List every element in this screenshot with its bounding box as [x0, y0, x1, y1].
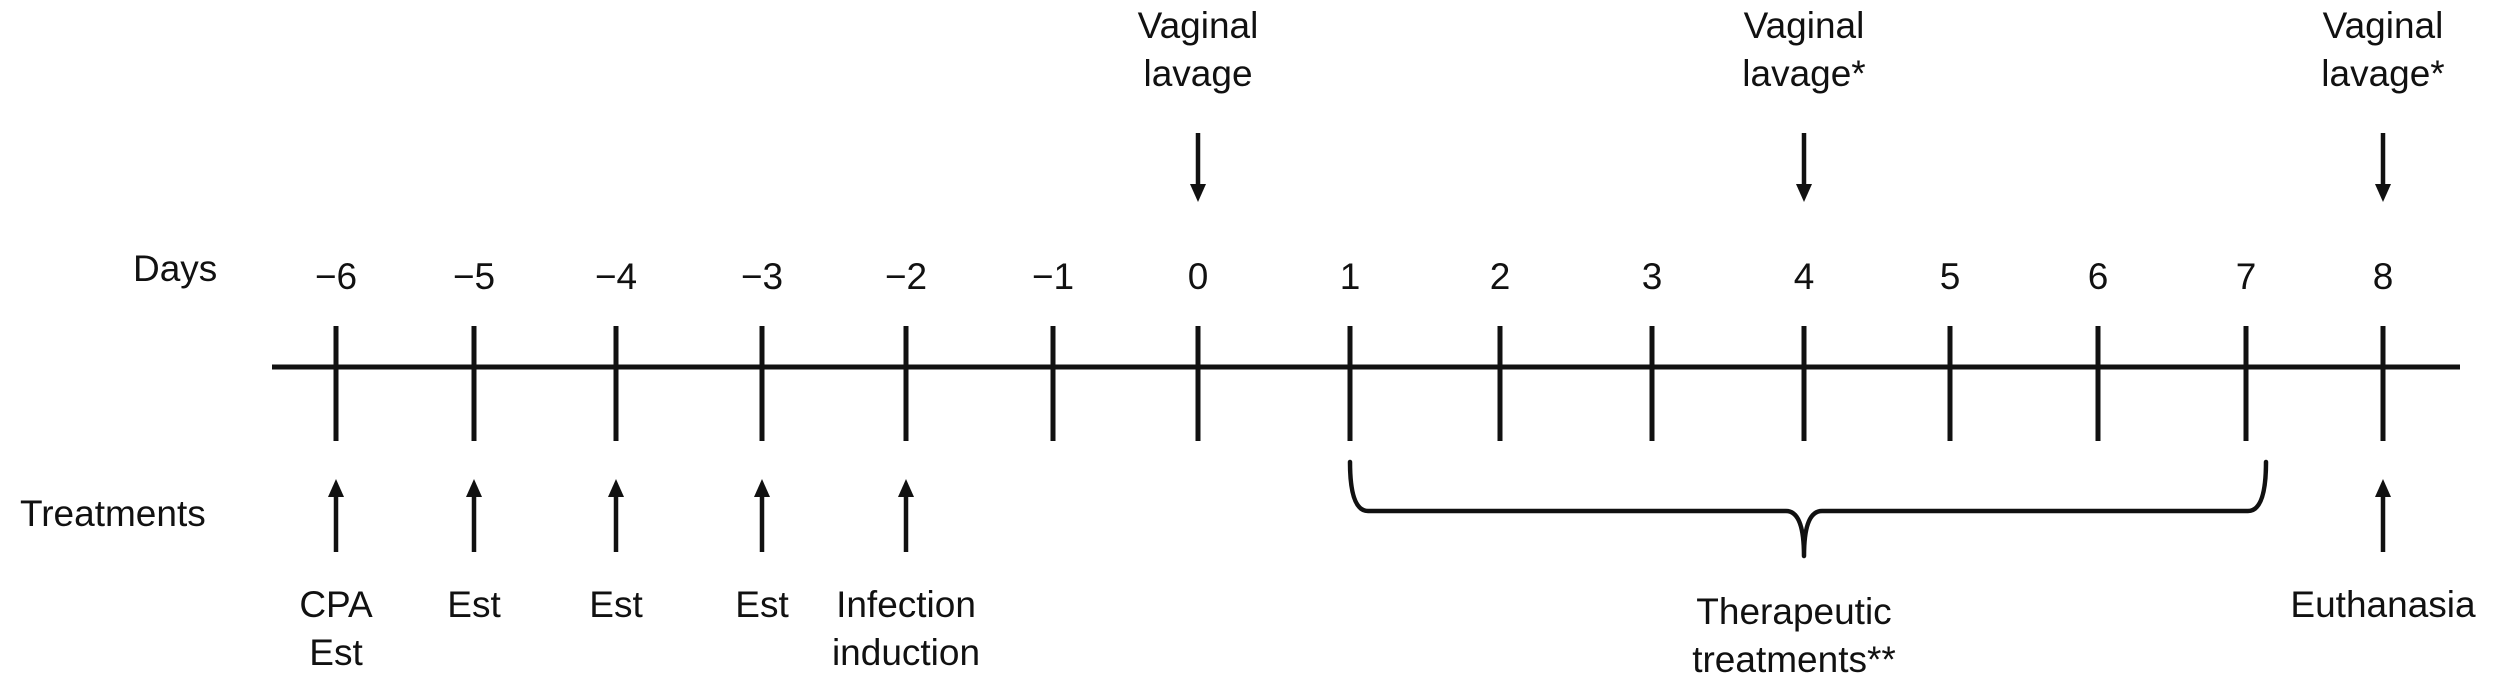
lavage-event-day-8: Vaginal lavage*: [2321, 5, 2445, 202]
lavage-event-day-0: Vaginal lavage: [1138, 5, 1259, 202]
day-labels: −6 −5 −4 −3 −2 −1 0 1 2 3 4 5 6 7 8: [315, 256, 2393, 297]
row-labels: Days Treatments: [20, 248, 217, 534]
lavage-event-day-4-label: Vaginal lavage*: [1742, 5, 1865, 94]
lavage-event-day-8-label: Vaginal lavage*: [2321, 5, 2444, 94]
treatment-event-day-8-label-line: Euthanasia: [2290, 584, 2476, 625]
lavage-event-day-8-label-line: Vaginal: [2323, 5, 2444, 46]
lavage-event-day-0-arrow-head: [1190, 184, 1206, 202]
day-label-6: 6: [2088, 256, 2109, 297]
therapeutic-period-label: Therapeutic treatments**: [1692, 591, 1896, 680]
treatment-event-day-minus-4-arrow-head: [608, 479, 624, 497]
days-row-label: Days: [133, 248, 217, 289]
treatment-event-day-minus-3-label: Est: [735, 584, 789, 625]
treatment-event-day-minus-6-arrow: [328, 479, 344, 552]
treatment-event-day-minus-3-arrow-head: [754, 479, 770, 497]
lavage-event-day-0-label: Vaginal lavage: [1138, 5, 1259, 94]
treatment-event-day-minus-5-arrow-head: [466, 479, 482, 497]
treatment-event-day-8: Euthanasia: [2290, 479, 2476, 625]
day-label-5: 5: [1940, 256, 1961, 297]
lavage-events: Vaginal lavage Vaginal lavage* Vaginal lavage…: [1138, 5, 2445, 202]
treatment-event-day-8-arrow-head: [2375, 479, 2391, 497]
day-label-3: 3: [1642, 256, 1663, 297]
therapeutic-period-label-line: Therapeutic: [1696, 591, 1891, 632]
day-label-0: 0: [1188, 256, 1209, 297]
treatment-event-day-minus-4-arrow: [608, 479, 624, 552]
treatment-event-day-minus-2-label: Infection induction: [832, 584, 980, 673]
day-label-1: 1: [1340, 256, 1361, 297]
treatment-event-day-minus-2: Infection induction: [832, 479, 980, 673]
day-label-minus-5: −5: [453, 256, 495, 297]
treatment-event-day-minus-6: CPA Est: [299, 479, 373, 673]
treatment-event-day-minus-2-label-line: Infection: [836, 584, 976, 625]
lavage-event-day-8-arrow: [2375, 133, 2391, 202]
treatment-event-day-minus-2-label-line: induction: [832, 632, 980, 673]
treatment-event-day-minus-6-label: CPA Est: [299, 584, 373, 673]
lavage-event-day-0-label-line: Vaginal: [1138, 5, 1259, 46]
lavage-event-day-0-arrow: [1190, 133, 1206, 202]
treatment-event-day-minus-3-arrow: [754, 479, 770, 552]
lavage-event-day-8-label-line: lavage*: [2321, 53, 2444, 94]
treatment-event-day-8-arrow: [2375, 479, 2391, 552]
lavage-event-day-4-label-line: lavage*: [1742, 53, 1865, 94]
day-label-2: 2: [1490, 256, 1511, 297]
treatment-event-day-minus-5-label: Est: [447, 584, 501, 625]
treatment-event-day-minus-3: Est: [735, 479, 789, 625]
treatment-event-day-minus-3-label-line: Est: [735, 584, 789, 625]
day-label-minus-3: −3: [741, 256, 783, 297]
day-label-8: 8: [2373, 256, 2394, 297]
day-label-7: 7: [2236, 256, 2257, 297]
therapeutic-period: Therapeutic treatments**: [1347, 459, 2269, 680]
lavage-event-day-4-label-line: Vaginal: [1744, 5, 1865, 46]
day-label-minus-2: −2: [885, 256, 927, 297]
therapeutic-period-brace: [1347, 459, 2269, 559]
treatment-event-day-minus-5-label-line: Est: [447, 584, 501, 625]
treatment-event-day-minus-6-label-line: Est: [309, 632, 363, 673]
day-label-4: 4: [1794, 256, 1815, 297]
treatment-event-day-minus-5-arrow: [466, 479, 482, 552]
treatment-event-day-minus-4-label-line: Est: [589, 584, 643, 625]
treatment-event-day-minus-4: Est: [589, 479, 643, 625]
lavage-event-day-4-arrow-head: [1796, 184, 1812, 202]
treatment-event-day-minus-2-arrow-head: [898, 479, 914, 497]
lavage-event-day-4: Vaginal lavage*: [1742, 5, 1866, 202]
day-ticks: [333, 326, 2386, 441]
treatment-event-day-minus-4-label: Est: [589, 584, 643, 625]
treatment-event-day-8-label: Euthanasia: [2290, 584, 2476, 625]
lavage-event-day-4-arrow: [1796, 133, 1812, 202]
day-label-minus-1: −1: [1032, 256, 1074, 297]
day-label-minus-4: −4: [595, 256, 637, 297]
day-label-minus-6: −6: [315, 256, 357, 297]
treatment-event-day-minus-2-arrow: [898, 479, 914, 552]
treatment-event-day-minus-6-arrow-head: [328, 479, 344, 497]
therapeutic-period-label-line: treatments**: [1692, 639, 1896, 680]
treatment-event-day-minus-6-label-line: CPA: [299, 584, 373, 625]
treatment-event-day-minus-5: Est: [447, 479, 501, 625]
lavage-event-day-8-arrow-head: [2375, 184, 2391, 202]
lavage-event-day-0-label-line: lavage: [1143, 53, 1252, 94]
treatments-row-label: Treatments: [20, 493, 206, 534]
